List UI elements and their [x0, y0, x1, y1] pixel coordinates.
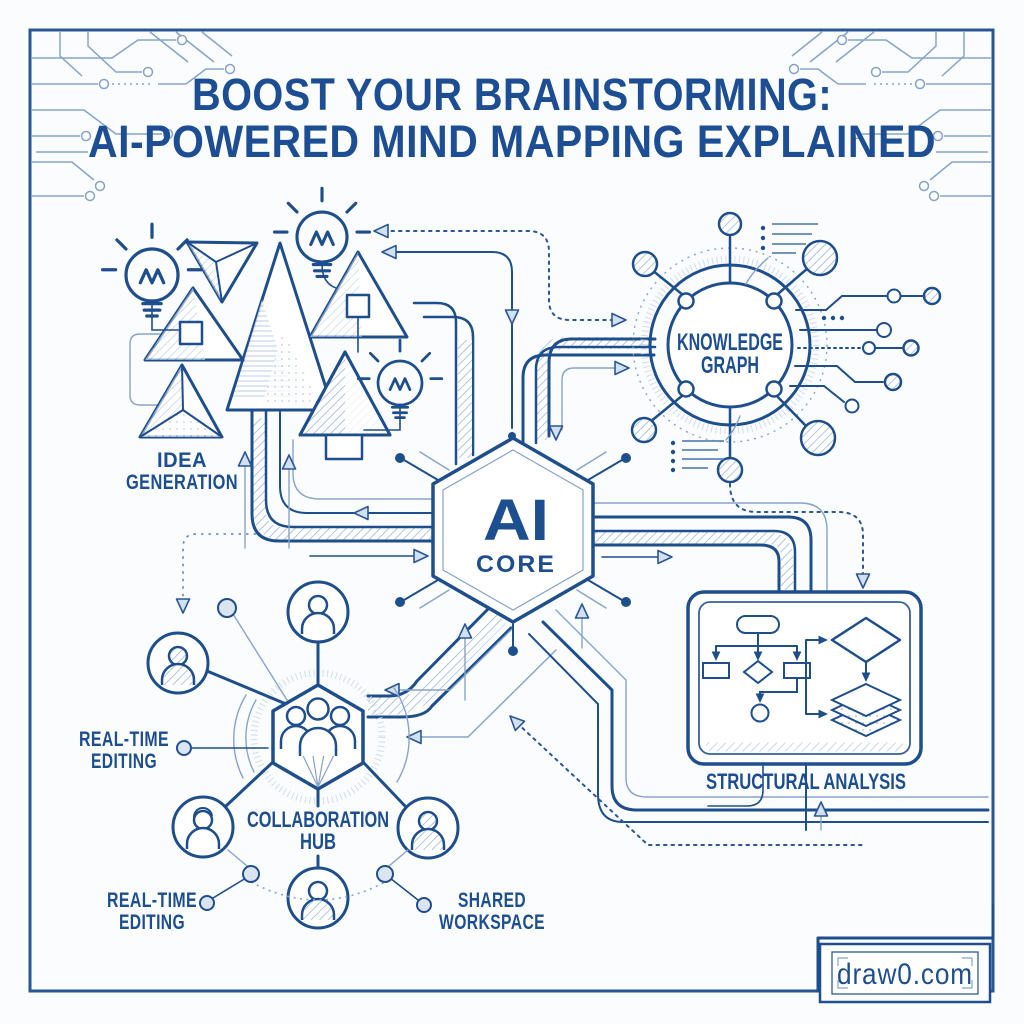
person-avatar-icon: [286, 866, 350, 930]
list-lines-icon: [670, 415, 741, 473]
title-line-1: BOOST YOUR BRAINSTORMING:: [192, 69, 832, 120]
triangle-node-icon: [308, 250, 409, 353]
tree-triangle-icon: [298, 350, 392, 461]
connector-bottom-loop: [504, 603, 990, 846]
person-avatar-icon: [396, 796, 460, 860]
border-frame: [28, 28, 995, 993]
real-time-editing-left-label-2: EDITING: [91, 750, 157, 773]
person-avatar-icon: [146, 631, 210, 695]
real-time-editing-left-label-1: REAL-TIME: [79, 728, 169, 751]
person-avatar-icon: [286, 580, 350, 644]
real-time-editing-bottom-label-2: EDITING: [119, 911, 185, 934]
real-time-editing-bottom-label-1: REAL-TIME: [107, 889, 197, 912]
connector-aicore-to-structural: [593, 483, 871, 594]
structural-analysis-label: STRUCTURAL ANALYSIS: [706, 769, 906, 794]
corner-brackets-icon: [837, 957, 973, 989]
graph-node-icon: [677, 292, 783, 398]
collaboration-hub-label-2: HUB: [300, 829, 336, 854]
circuit-trace-icon: [789, 286, 942, 414]
structural-analysis-node: STRUCTURAL ANALYSIS: [686, 590, 923, 794]
triangle-node-icon: [143, 286, 245, 362]
layer-stack-icon: [829, 682, 903, 738]
collaboration-hub-node: COLLABORATION HUB REAL-TIME EDITING REAL…: [79, 580, 545, 934]
ai-core-label-2: CORE: [476, 551, 556, 578]
idea-generation-label-2: GENERATION: [126, 471, 238, 494]
chip-pin-icon: [395, 451, 631, 656]
connector-aicore-to-collabhub: [366, 604, 557, 745]
page-title: BOOST YOUR BRAINSTORMING: AI-POWERED MIN…: [88, 69, 936, 167]
connector-aicore-to-knowledgegraph: [373, 223, 657, 466]
watermark-badge: draw0.com: [816, 903, 995, 1004]
collaboration-hub-label-1: COLLABORATION: [247, 807, 389, 832]
triangle-prism-icon: [138, 363, 224, 439]
idea-generation-cluster: IDEA GENERATION: [100, 186, 444, 494]
triangle-prism-icon: [185, 240, 259, 304]
flowchart-icon: [702, 615, 903, 738]
ai-core-label-1: AI: [483, 488, 549, 553]
shared-workspace-label-1: SHARED: [458, 889, 526, 912]
list-lines-icon: [745, 223, 818, 285]
team-group-icon: [279, 697, 357, 788]
graph-node-icon: [630, 211, 839, 484]
idea-generation-label-1: IDEA: [157, 449, 207, 472]
watermark-text: draw0.com: [837, 958, 973, 991]
knowledge-graph-label-2: GRAPH: [701, 352, 759, 379]
tree-triangle-icon: [225, 241, 335, 412]
person-avatar-icon: [171, 795, 235, 859]
knowledge-graph-node: KNOWLEDGE GRAPH: [630, 211, 942, 484]
shared-workspace-label-2: WORKSPACE: [439, 911, 545, 934]
ai-core-node: AI CORE: [395, 436, 631, 656]
knowledge-graph-label-1: KNOWLEDGE: [677, 329, 783, 356]
title-line-2: AI-POWERED MIND MAPPING EXPLAINED: [88, 116, 936, 167]
connector-ideagen-to-aicore: [175, 410, 437, 614]
